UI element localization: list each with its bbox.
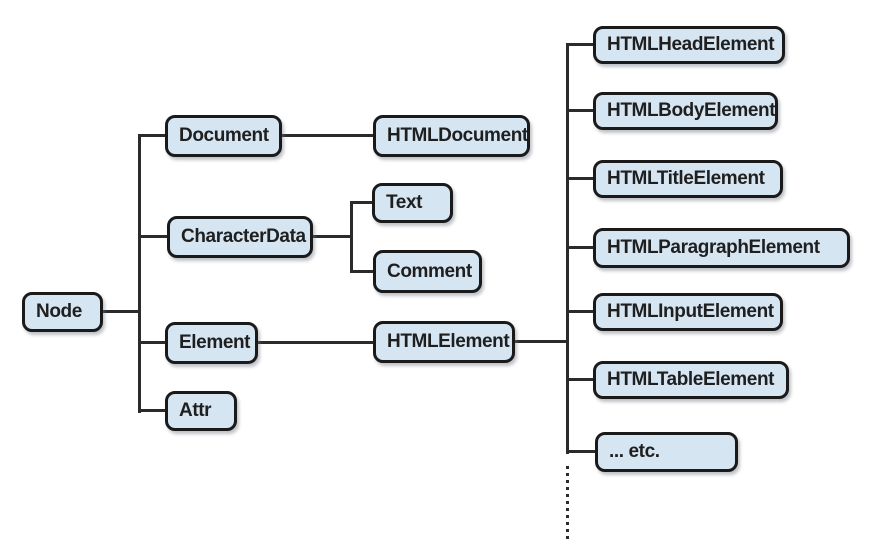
diagram-node-htmlbodyelement: HTMLBodyElement	[593, 92, 778, 130]
node-label: HTMLTitleElement	[607, 168, 765, 189]
connector-line	[350, 201, 374, 204]
node-label: Element	[179, 332, 251, 353]
node-label: CharacterData	[181, 226, 306, 247]
diagram-node-characterdata: CharacterData	[167, 216, 313, 258]
diagram-node-htmlelement: HTMLElement	[373, 321, 515, 363]
connector-line	[138, 341, 167, 344]
diagram-node-htmlheadelement: HTMLHeadElement	[593, 26, 785, 64]
node-label: HTMLHeadElement	[607, 34, 775, 55]
node-label: HTMLInputElement	[607, 301, 774, 322]
connector-line	[138, 235, 169, 238]
node-label: ... etc.	[609, 441, 660, 462]
connector-line	[282, 134, 373, 137]
diagram-node-htmldocument: HTMLDocument	[373, 115, 530, 157]
connector-line	[569, 378, 593, 381]
node-label: Comment	[387, 260, 472, 282]
node-label: Document	[179, 125, 269, 146]
connector-line	[350, 270, 375, 273]
connector-line	[515, 340, 569, 343]
connector-line	[138, 409, 167, 412]
connector-line	[569, 43, 593, 46]
diagram-node-etc: ... etc.	[595, 432, 738, 472]
diagram-node-htmltitleelement: HTMLTitleElement	[593, 160, 783, 198]
node-label: HTMLTableElement	[607, 369, 775, 390]
connector-line	[258, 341, 373, 344]
diagram-node-htmltableelement: HTMLTableElement	[593, 361, 789, 399]
node-label: HTMLBodyElement	[607, 100, 776, 121]
connector-line	[569, 246, 593, 249]
diagram-node-htmlinputelement: HTMLInputElement	[593, 293, 783, 331]
node-label: Node	[36, 301, 82, 322]
connector-line	[569, 177, 593, 180]
diagram-node-node: Node	[22, 292, 103, 332]
node-label: Text	[386, 192, 423, 213]
connector-line	[350, 201, 353, 273]
diagram-node-attr: Attr	[165, 391, 237, 431]
connector-line	[566, 43, 569, 454]
diagram-node-element: Element	[165, 322, 258, 364]
continuation-dotted-line	[566, 466, 569, 542]
diagram-node-htmlparagraphelement: HTMLParagraphElement	[593, 228, 850, 268]
diagram-node-comment: Comment	[373, 250, 482, 293]
connector-line	[569, 450, 595, 453]
connector-line	[103, 310, 140, 313]
connector-line	[138, 134, 141, 413]
diagram-node-text: Text	[372, 183, 453, 223]
diagram-node-document: Document	[165, 115, 282, 157]
node-label: HTMLParagraphElement	[607, 237, 820, 258]
node-label: HTMLElement	[387, 331, 510, 352]
node-label: HTMLDocument	[387, 125, 528, 146]
connector-line	[313, 235, 350, 238]
connector-line	[569, 310, 593, 313]
node-label: Attr	[179, 400, 212, 421]
connector-line	[569, 109, 593, 112]
connector-line	[138, 134, 167, 137]
